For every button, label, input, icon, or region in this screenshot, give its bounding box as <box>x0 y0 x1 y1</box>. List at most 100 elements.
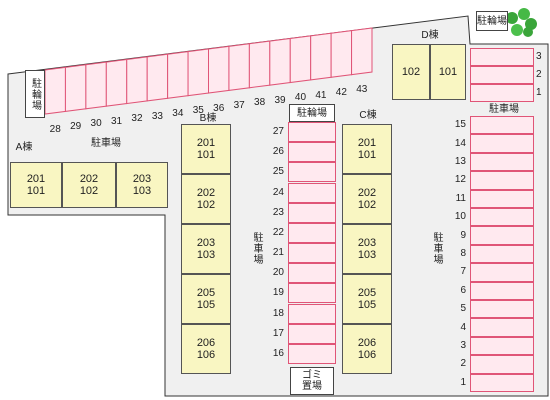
parking-slot-number: 7 <box>460 266 466 278</box>
parking-slot <box>167 51 189 99</box>
parking-slot <box>470 208 534 227</box>
parking-slot <box>288 202 336 223</box>
parking-slot-number: 4 <box>460 321 466 333</box>
parking-slot-number: 35 <box>192 105 204 117</box>
parking-slot <box>146 53 169 102</box>
parking-slot-number: 41 <box>315 89 327 101</box>
parking-slot <box>470 66 534 84</box>
parking-slot-number: 30 <box>90 118 102 130</box>
parking-slot <box>208 45 230 94</box>
parking-slot-number: 8 <box>460 248 466 259</box>
bike-parking-center: 駐輪場 <box>289 104 335 122</box>
bike-parking-top-right: 駐輪場 <box>476 11 508 31</box>
parking-slot-number: 40 <box>294 92 307 104</box>
parking-slot <box>288 323 336 344</box>
building-d-label: D棟 <box>421 30 439 41</box>
parking-slot-number: 3 <box>536 51 542 62</box>
parking-slot <box>470 134 534 153</box>
parking-slot <box>85 61 107 110</box>
parking-slot <box>288 182 336 203</box>
parking-slot-number: 38 <box>254 97 266 109</box>
garbage-label: ゴミ置場 <box>302 370 322 392</box>
parking-slot-number: 34 <box>172 107 184 119</box>
unit-upper: 205 <box>196 287 216 299</box>
unit-lower: 106 <box>357 349 377 361</box>
unit-lower: 105 <box>196 299 216 311</box>
building-d-unit: 101 <box>430 44 466 100</box>
unit-lower: 103 <box>196 249 216 261</box>
parking-c-label: 駐車場 <box>431 232 442 265</box>
parking-slot-number: 28 <box>49 123 61 135</box>
unit-upper: 202 <box>196 187 216 199</box>
bike-parking-label: 駐輪場 <box>29 77 41 111</box>
bike-parking-label: 駐輪場 <box>477 15 507 27</box>
parking-slot <box>470 84 534 102</box>
unit-number: 102 <box>401 66 421 78</box>
parking-slot-number: 11 <box>455 192 466 204</box>
parking-slot-number: 10 <box>454 211 466 223</box>
parking-slot <box>330 30 353 78</box>
building-a-label: A棟 <box>15 142 33 153</box>
parking-slot-number: 31 <box>110 115 123 127</box>
tree-icon <box>506 8 537 37</box>
unit-lower: 102 <box>357 199 377 211</box>
unit-lower: 105 <box>357 299 377 311</box>
parking-slot <box>288 263 336 284</box>
parking-slot-number: 17 <box>272 327 284 339</box>
parking-slot-number: 5 <box>460 303 466 315</box>
parking-slot-number: 27 <box>272 126 284 138</box>
parking-slot-number: 21 <box>272 247 284 259</box>
building-b-label: B棟 <box>199 113 217 124</box>
parking-slot-number: 20 <box>272 267 284 279</box>
bike-parking-left: 駐輪場 <box>25 70 45 118</box>
parking-slot-number: 3 <box>460 340 466 351</box>
parking-slot <box>288 122 336 143</box>
unit-upper: 203 <box>196 237 216 249</box>
parking-slot <box>269 37 291 86</box>
parking-slot <box>470 152 534 172</box>
parking-slot-number: 2 <box>460 358 466 370</box>
parking-slot <box>64 64 87 112</box>
parking-slot-number: 33 <box>151 110 163 122</box>
parking-slot <box>470 263 534 282</box>
parking-slot-number: 22 <box>272 226 284 238</box>
unit-lower: 106 <box>196 349 216 361</box>
parking-slot-number: 42 <box>335 86 347 98</box>
unit-upper: 206 <box>196 337 216 349</box>
unit-lower: 101 <box>357 149 377 161</box>
unit-lower: 102 <box>79 185 99 197</box>
parking-slot <box>248 40 271 89</box>
unit-upper: 206 <box>357 337 377 349</box>
parking-slot <box>470 355 534 374</box>
parking-slot <box>470 300 534 319</box>
parking-slot-number: 37 <box>233 100 245 112</box>
parking-slot-number: 26 <box>272 146 284 158</box>
parking-slot <box>288 283 336 304</box>
parking-slot-number: 1 <box>460 376 466 388</box>
unit-upper: 202 <box>79 173 99 185</box>
unit-upper: 205 <box>357 287 377 299</box>
parking-a-label: 駐車場 <box>91 138 121 149</box>
parking-slot <box>288 162 336 183</box>
parking-slot-number: 36 <box>213 102 225 114</box>
parking-slot <box>470 373 534 392</box>
parking-slot <box>228 43 250 91</box>
building-d-unit: 102 <box>392 44 430 100</box>
parking-slot-number: 13 <box>454 156 466 167</box>
parking-slot-number: 19 <box>272 287 284 299</box>
unit-lower: 103 <box>357 249 377 261</box>
parking-slot <box>470 318 534 337</box>
unit-upper: 201 <box>357 137 377 149</box>
unit-lower: 101 <box>26 185 46 197</box>
parking-slot-number: 25 <box>272 166 284 178</box>
unit-upper: 201 <box>26 173 46 185</box>
